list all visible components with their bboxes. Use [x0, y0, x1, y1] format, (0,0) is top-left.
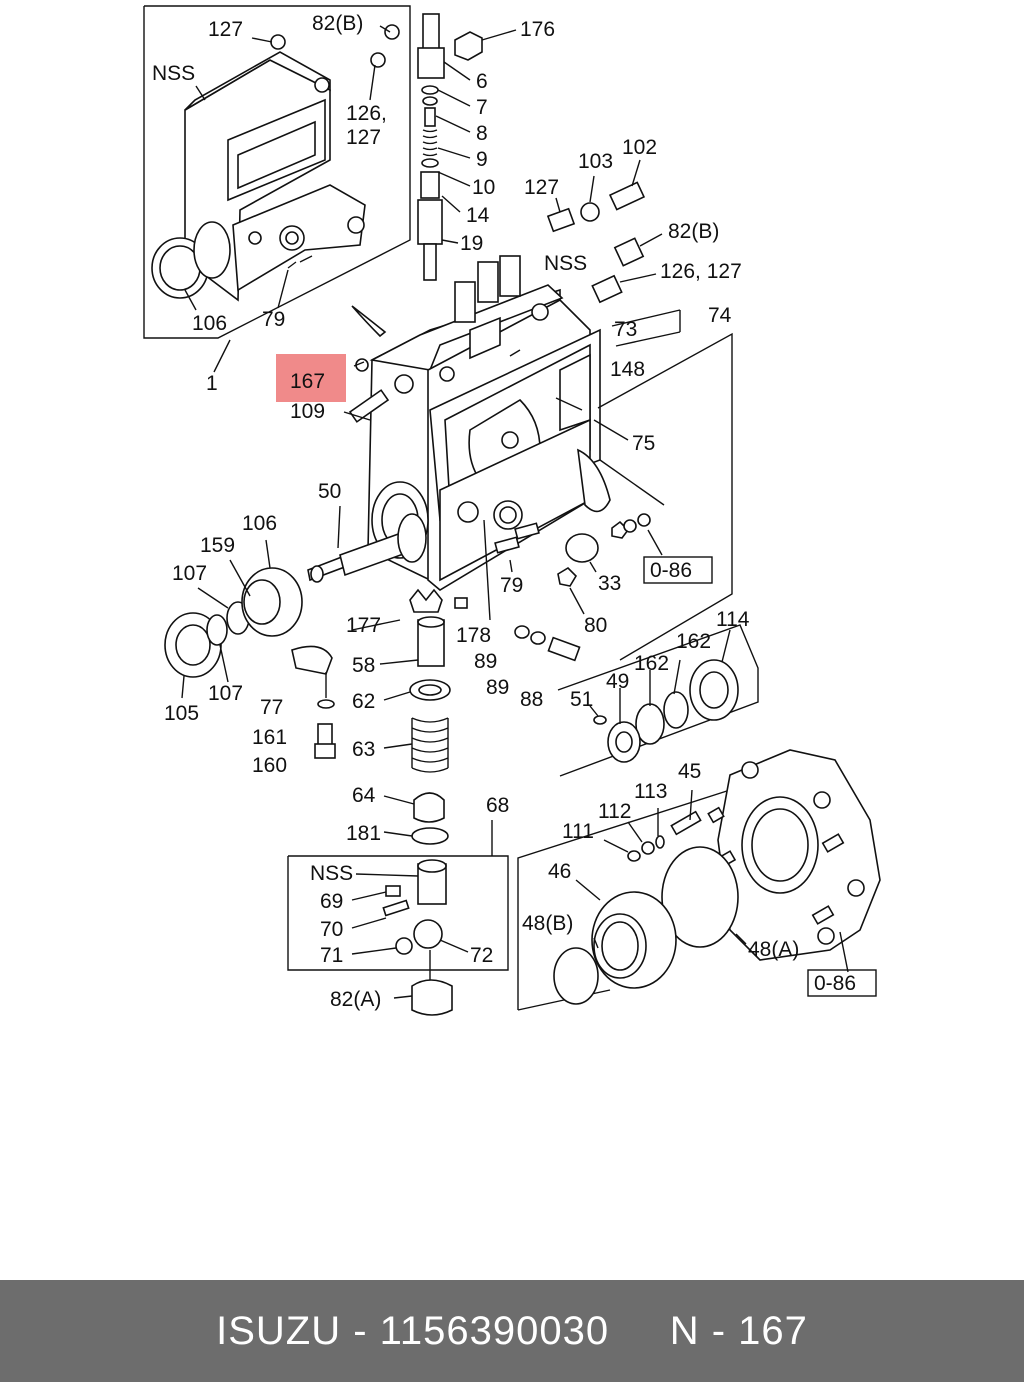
label-162: 162 [676, 630, 711, 653]
label-80: 80 [584, 614, 607, 637]
label-127: 127 [524, 176, 559, 199]
governor-housing [517, 749, 881, 1011]
label-63: 63 [352, 738, 375, 761]
label-48b: 48(B) [522, 912, 573, 935]
label-69: 69 [320, 890, 343, 913]
label-19: 19 [460, 232, 483, 255]
label-82a: 82(A) [330, 988, 381, 1011]
label-103: 103 [578, 150, 613, 173]
label-178: 178 [456, 624, 491, 647]
label-112: 112 [598, 800, 631, 823]
lower-body-fasteners [181, 309, 681, 699]
label-box-086-a [643, 556, 713, 584]
label-177: 177 [346, 614, 381, 637]
label-106: 106 [192, 312, 227, 335]
label-73: 73 [614, 318, 637, 341]
label-79: 79 [500, 574, 523, 597]
label-102: 102 [622, 136, 657, 159]
label-48a: 48(A) [748, 938, 799, 961]
label-9: 9 [476, 148, 488, 171]
label-58: 58 [352, 654, 375, 677]
label-8: 8 [476, 122, 488, 145]
label-89: 89 [474, 650, 497, 673]
label-33: 33 [598, 572, 621, 595]
label-1: 1 [206, 372, 218, 395]
footer-part-number: ISUZU - 1156390030 N - 167 [216, 1308, 808, 1353]
label-nss: NSS [310, 862, 353, 885]
bearing-right-frame [557, 624, 759, 777]
label-10: 10 [472, 176, 495, 199]
label-0-86: 0-86 [814, 972, 856, 995]
label-72: 72 [470, 944, 493, 967]
label-68: 68 [486, 794, 509, 817]
tappet-stack [291, 519, 581, 845]
label-176: 176 [520, 18, 555, 41]
label-50: 50 [318, 480, 341, 503]
label-160: 160 [252, 754, 287, 777]
label-162: 162 [634, 652, 669, 675]
label-105: 105 [164, 702, 199, 725]
label-82b: 82(B) [312, 12, 363, 35]
footer-bar: ISUZU - 1156390030 N - 167 [0, 1280, 1024, 1382]
main-pump-body [348, 255, 611, 591]
label-nss: NSS [544, 252, 587, 275]
label-181: 181 [346, 822, 381, 845]
label-126: 126, [346, 102, 387, 125]
label-6: 6 [476, 70, 488, 93]
label-62: 62 [352, 690, 375, 713]
label-74: 74 [708, 304, 732, 327]
highlight-box-167 [276, 354, 346, 402]
label-79: 79 [262, 308, 285, 331]
label-82b: 82(B) [668, 220, 719, 243]
part-labels: 127 82(B) 176 NSS 6 7 126, 8 127 103 102… [152, 12, 856, 1011]
label-77: 77 [260, 696, 283, 719]
label-46: 46 [548, 860, 571, 883]
label-114: 114 [716, 608, 750, 631]
label-106: 106 [242, 512, 277, 535]
label-box-086-b [807, 969, 877, 997]
label-113: 113 [634, 780, 667, 803]
exploded-parts-diagram: 127 82(B) 176 NSS 6 7 126, 8 127 103 102… [143, 5, 881, 1016]
label-107: 107 [208, 682, 243, 705]
label-109: 109 [290, 400, 325, 423]
label-45: 45 [678, 760, 701, 783]
label-111: 111 [562, 820, 594, 843]
label-14: 14 [466, 204, 490, 227]
label-71: 71 [320, 944, 343, 967]
label-7: 7 [476, 96, 488, 119]
tappet-subassembly-frame [287, 820, 509, 1016]
label-0-86: 0-86 [650, 559, 692, 582]
fittings-right [546, 159, 663, 304]
label-64: 64 [352, 784, 376, 807]
label-88: 88 [520, 688, 543, 711]
inset-pump-housing [143, 5, 411, 373]
label-127: 127 [346, 126, 381, 149]
label-161: 161 [252, 726, 287, 749]
label-126-127: 126, 127 [660, 260, 742, 283]
label-167: 167 [290, 370, 325, 393]
label-75: 75 [632, 432, 655, 455]
label-70: 70 [320, 918, 343, 941]
label-51: 51 [570, 688, 593, 711]
label-148: 148 [610, 358, 645, 381]
label-nss: NSS [152, 62, 195, 85]
delivery-valve-stack [417, 13, 517, 281]
label-107: 107 [172, 562, 207, 585]
label-159: 159 [200, 534, 235, 557]
bearing-left [164, 567, 303, 678]
label-49: 49 [606, 670, 629, 693]
drive-shaft [307, 513, 427, 583]
label-89: 89 [486, 676, 509, 699]
label-127: 127 [208, 18, 243, 41]
